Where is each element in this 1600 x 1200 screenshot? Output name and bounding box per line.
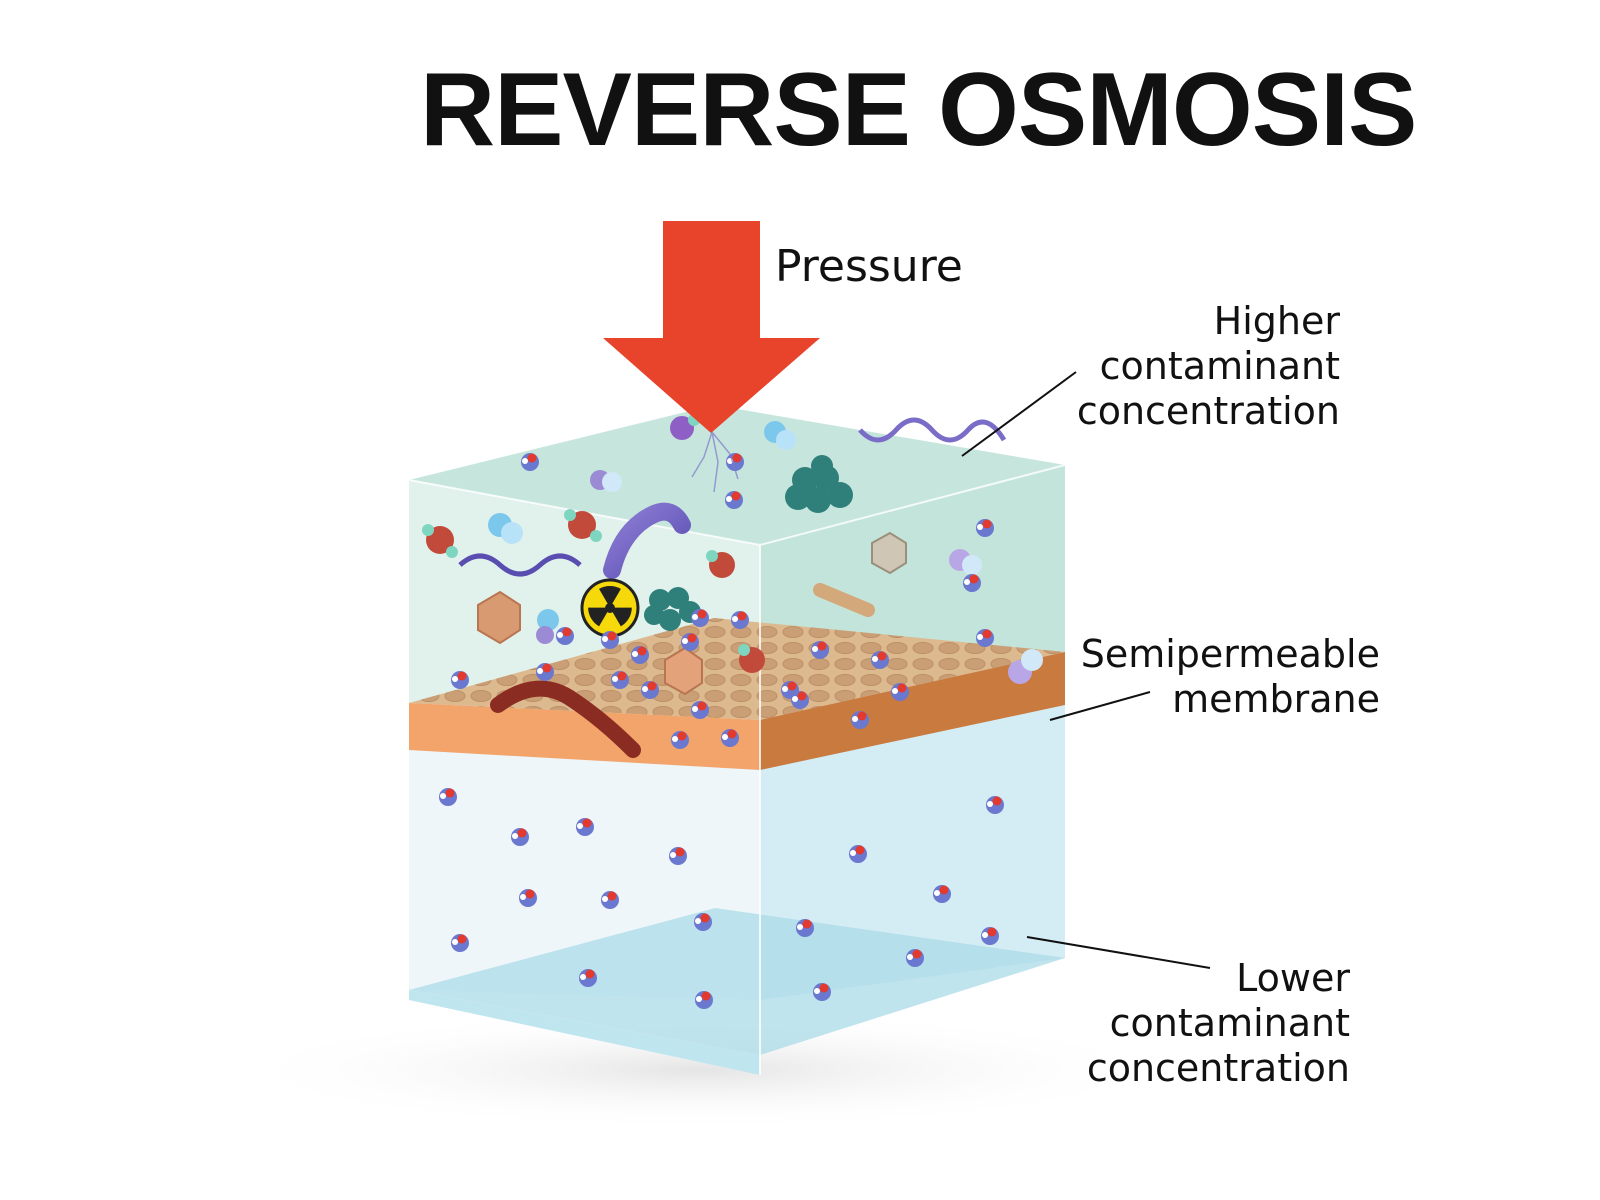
arrow-cracks (691, 431, 739, 493)
ground-shadow (220, 1010, 1180, 1130)
water-molecule-icon (721, 729, 739, 747)
lower-label-line-1: Lower (1236, 956, 1350, 1000)
water-molecule-icon (849, 845, 867, 863)
membrane-label: Semipermeable membrane (1000, 632, 1380, 722)
water-molecule-icon (631, 646, 649, 664)
water-molecule-icon (691, 701, 709, 719)
water-molecule-icon (511, 828, 529, 846)
water-molecule-icon (694, 913, 712, 931)
water-molecule-icon (451, 934, 469, 952)
water-molecule-icon (601, 891, 619, 909)
water-molecule-icon (871, 651, 889, 669)
water-molecule-icon (813, 983, 831, 1001)
water-molecule-icon (791, 691, 809, 709)
water-molecule-icon (601, 631, 619, 649)
water-molecule-icon (611, 671, 629, 689)
water-molecule-icon (521, 453, 539, 471)
water-molecule-icon (691, 609, 709, 627)
water-molecule-icon (579, 969, 597, 987)
water-molecule-icon (671, 731, 689, 749)
water-molecule-icon (986, 796, 1004, 814)
water-molecule-icon (851, 711, 869, 729)
leader-lines (961, 371, 1211, 969)
water-molecule-icon (641, 681, 659, 699)
water-molecule-icon (556, 627, 574, 645)
water-molecule-icon (576, 818, 594, 836)
bacteria-icon (603, 502, 691, 579)
water-molecule-icon (519, 889, 537, 907)
lower-water-chamber (409, 705, 1065, 1075)
dna-strand-icon (858, 417, 1007, 443)
lower-concentration-label: Lower contaminant concentration (1000, 956, 1350, 1091)
radiation-icon (580, 578, 640, 638)
water-molecule-icon (536, 663, 554, 681)
water-molecule-icon (933, 885, 951, 903)
dna-strand-icon (458, 553, 582, 577)
virus-icon (477, 531, 907, 696)
contaminant-particles (422, 414, 1043, 758)
water-molecule-icon (963, 574, 981, 592)
lower-label-line-3: concentration (1086, 1046, 1350, 1090)
water-molecule-icon (906, 949, 924, 967)
water-molecule-icon (695, 991, 713, 1009)
higher-concentration-label: Higher contaminant concentration (1000, 299, 1340, 434)
water-molecule-icon (669, 847, 687, 865)
water-molecule-icon (725, 491, 743, 509)
large-molecule-icon (422, 414, 1043, 684)
higher-label-line-3: concentration (1076, 389, 1340, 433)
bacteria-icon (490, 680, 641, 758)
pressure-label: Pressure (775, 244, 963, 289)
pressure-label-text: Pressure (775, 241, 963, 292)
cube-edges (408, 464, 1066, 1075)
membrane-label-line-2: membrane (1172, 677, 1380, 721)
water-molecule-icon (439, 788, 457, 806)
water-molecule-icon (976, 519, 994, 537)
bacteria-icon (813, 583, 875, 617)
water-molecule-icon (451, 671, 469, 689)
cluster-icon (644, 455, 853, 631)
pressure-arrow-icon (603, 221, 820, 433)
water-molecule-icon (796, 919, 814, 937)
water-molecule-icon (811, 641, 829, 659)
water-molecules (439, 453, 1004, 1009)
page-title: REVERSE OSMOSIS (420, 52, 1417, 168)
lower-label-line-2: contaminant (1109, 1001, 1350, 1045)
water-molecule-icon (891, 683, 909, 701)
higher-label-line-2: contaminant (1099, 344, 1340, 388)
water-molecule-icon (681, 633, 699, 651)
water-molecule-icon (731, 611, 749, 629)
membrane-label-line-1: Semipermeable (1080, 632, 1380, 676)
higher-label-line-1: Higher (1213, 299, 1340, 343)
water-molecule-icon (976, 629, 994, 647)
water-molecule-icon (981, 927, 999, 945)
